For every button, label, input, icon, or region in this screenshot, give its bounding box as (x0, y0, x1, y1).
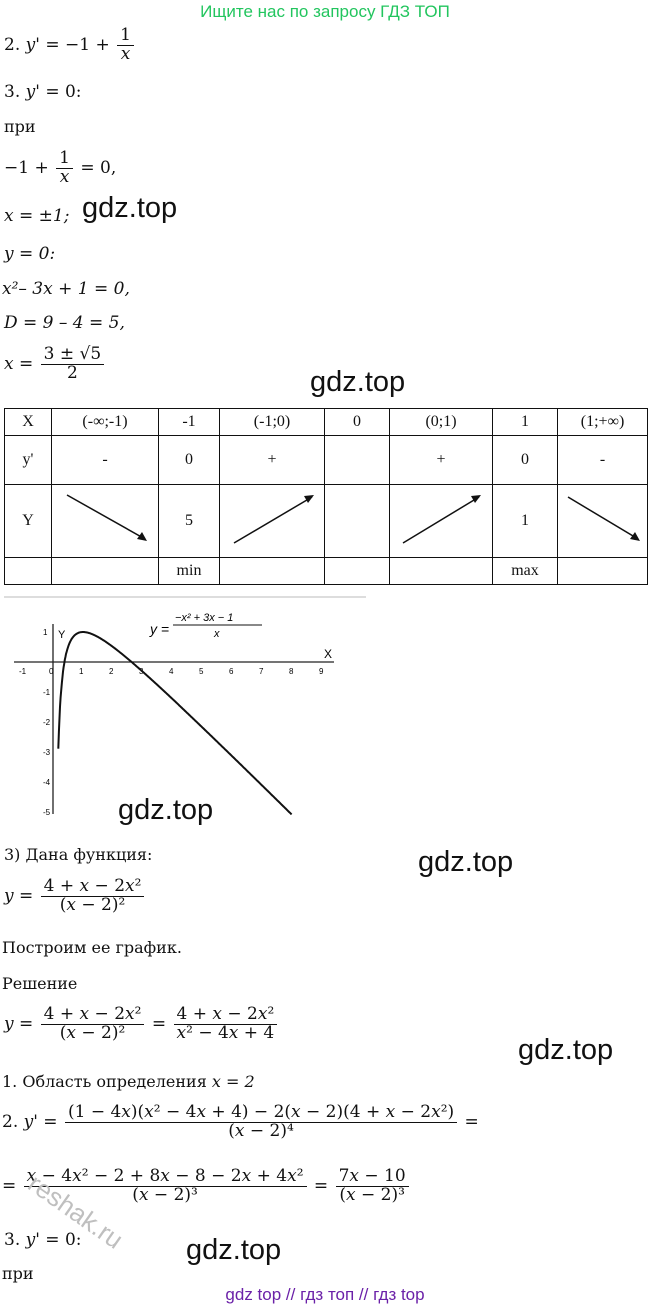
table-cell: (0;1) (389, 408, 493, 436)
x-tick-label: -1 (19, 667, 27, 676)
y-tick-label: -2 (43, 718, 51, 727)
arrow-down-right-icon (567, 495, 640, 541)
x-tick-label: 2 (109, 667, 114, 676)
table-cell (219, 557, 325, 585)
y-tick-label: -1 (43, 688, 51, 697)
table-cell: (-∞;-1) (51, 408, 159, 436)
sign-table: X (-∞;-1) -1 (-1;0) 0 (0;1) 1 (1;+∞) y' … (4, 408, 648, 585)
function-definition: y = 4 + x − 2x²(x − 2)² (4, 877, 146, 915)
top-banner: Ищите нас по запросу ГДЗ ТОП (200, 2, 450, 21)
table-cell: + (389, 435, 493, 485)
domain-label: 1. Область определения (2, 1072, 207, 1091)
table-cell: + (219, 435, 325, 485)
item-number: 2. (4, 34, 21, 55)
table-cell: 1 (492, 484, 558, 558)
roots-line: x = ±1; (4, 206, 70, 226)
table-cell: min (158, 557, 220, 585)
table-cell (324, 435, 390, 485)
table-cell: (1;+∞) (557, 408, 648, 436)
function-curve (57, 631, 293, 816)
table-cell: 1 (492, 408, 558, 436)
x-tick-label: 9 (319, 667, 324, 676)
table-cell: 0 (324, 408, 390, 436)
y-tick-label: -4 (43, 778, 51, 787)
x-tick-label: 1 (79, 667, 84, 676)
graph-formula: y = (149, 621, 169, 637)
step3-line: 3. y' = 0: (4, 82, 82, 102)
watermark: gdz.top (310, 366, 406, 398)
y-tick-labels: 1 -1 -2 -3 -4 -5 (43, 628, 51, 817)
domain-equation: x = 2 (211, 1072, 255, 1091)
table-cell (389, 557, 493, 585)
table-cell: max (492, 557, 558, 585)
increasing-arrow-cell (389, 484, 493, 558)
pri-word: при (2, 1264, 34, 1283)
table-row: y' - 0 + + 0 - (4, 435, 648, 485)
table-cell: -1 (158, 408, 220, 436)
table-cell (324, 484, 390, 558)
x-tick-label: 0 (49, 667, 54, 676)
decreasing-arrow-cell (557, 484, 648, 558)
watermark: gdz.top (82, 192, 178, 224)
svg-text:−x² + 3x − 1: −x² + 3x − 1 (175, 612, 233, 624)
table-cell: 5 (158, 484, 220, 558)
table-cell (557, 557, 648, 585)
build-text: Построим ее график. (2, 938, 182, 957)
y-tick-label: 1 (43, 628, 48, 637)
derivative-formula: 2. y' = (1 − 4x)(x² − 4x + 4) − 2(x − 2)… (2, 1102, 479, 1141)
domain-line: 1. Область определения x = 2 (2, 1072, 255, 1091)
table-cell: y' (4, 435, 52, 485)
solution-text: Решение (2, 974, 78, 993)
item-number: 3. (4, 82, 21, 102)
increasing-arrow-cell (219, 484, 325, 558)
table-row: Y 5 1 (4, 484, 648, 558)
table-cell (51, 557, 159, 585)
table-row: X (-∞;-1) -1 (-1;0) 0 (0;1) 1 (1;+∞) (4, 408, 648, 436)
section-heading: 3) Дана функция: (4, 845, 153, 864)
arrow-up-right-icon (402, 494, 481, 544)
quadratic-line: x²– 3x + 1 = 0, (2, 279, 130, 299)
table-cell: - (51, 435, 159, 485)
watermark: gdz.top (518, 1034, 614, 1066)
x-tick-label: 8 (289, 667, 294, 676)
table-row: min max (4, 557, 648, 585)
svg-text:x: x (213, 628, 220, 640)
watermark: gdz.top (186, 1234, 282, 1266)
table-cell: X (4, 408, 52, 436)
pri-word: при (4, 117, 36, 136)
step3-line-2: 3. y' = 0: (4, 1230, 82, 1250)
y-zero-line: y = 0: (4, 244, 56, 264)
table-cell: 0 (158, 435, 220, 485)
y-tick-label: -3 (43, 748, 51, 757)
x-axis-label: X (324, 647, 332, 661)
decreasing-arrow-cell (51, 484, 159, 558)
arrow-up-right-icon (233, 494, 314, 544)
watermark: gdz.top (418, 846, 514, 878)
watermark: gdz.top (118, 794, 214, 826)
x-tick-label: 4 (169, 667, 174, 676)
arrow-down-right-icon (66, 493, 147, 541)
table-cell: Y (4, 484, 52, 558)
x-tick-label: 6 (229, 667, 234, 676)
bottom-banner: gdz top // гдз топ // гдз top (225, 1285, 425, 1304)
table-cell: - (557, 435, 648, 485)
x-tick-label: 5 (199, 667, 204, 676)
table-cell: 0 (492, 435, 558, 485)
derivative-simplified: = x − 4x² − 2 + 8x − 8 − 2x + 4x²(x − 2)… (2, 1167, 411, 1205)
y-tick-label: -5 (43, 808, 51, 817)
table-cell (4, 557, 52, 585)
table-cell (324, 557, 390, 585)
y-axis-label: Y (58, 629, 66, 641)
x-tick-label: 7 (259, 667, 264, 676)
table-cell: (-1;0) (219, 408, 325, 436)
discriminant-line: D = 9 – 4 = 5, (4, 313, 125, 333)
graph-formula-fraction: −x² + 3x − 1 x (173, 612, 262, 640)
